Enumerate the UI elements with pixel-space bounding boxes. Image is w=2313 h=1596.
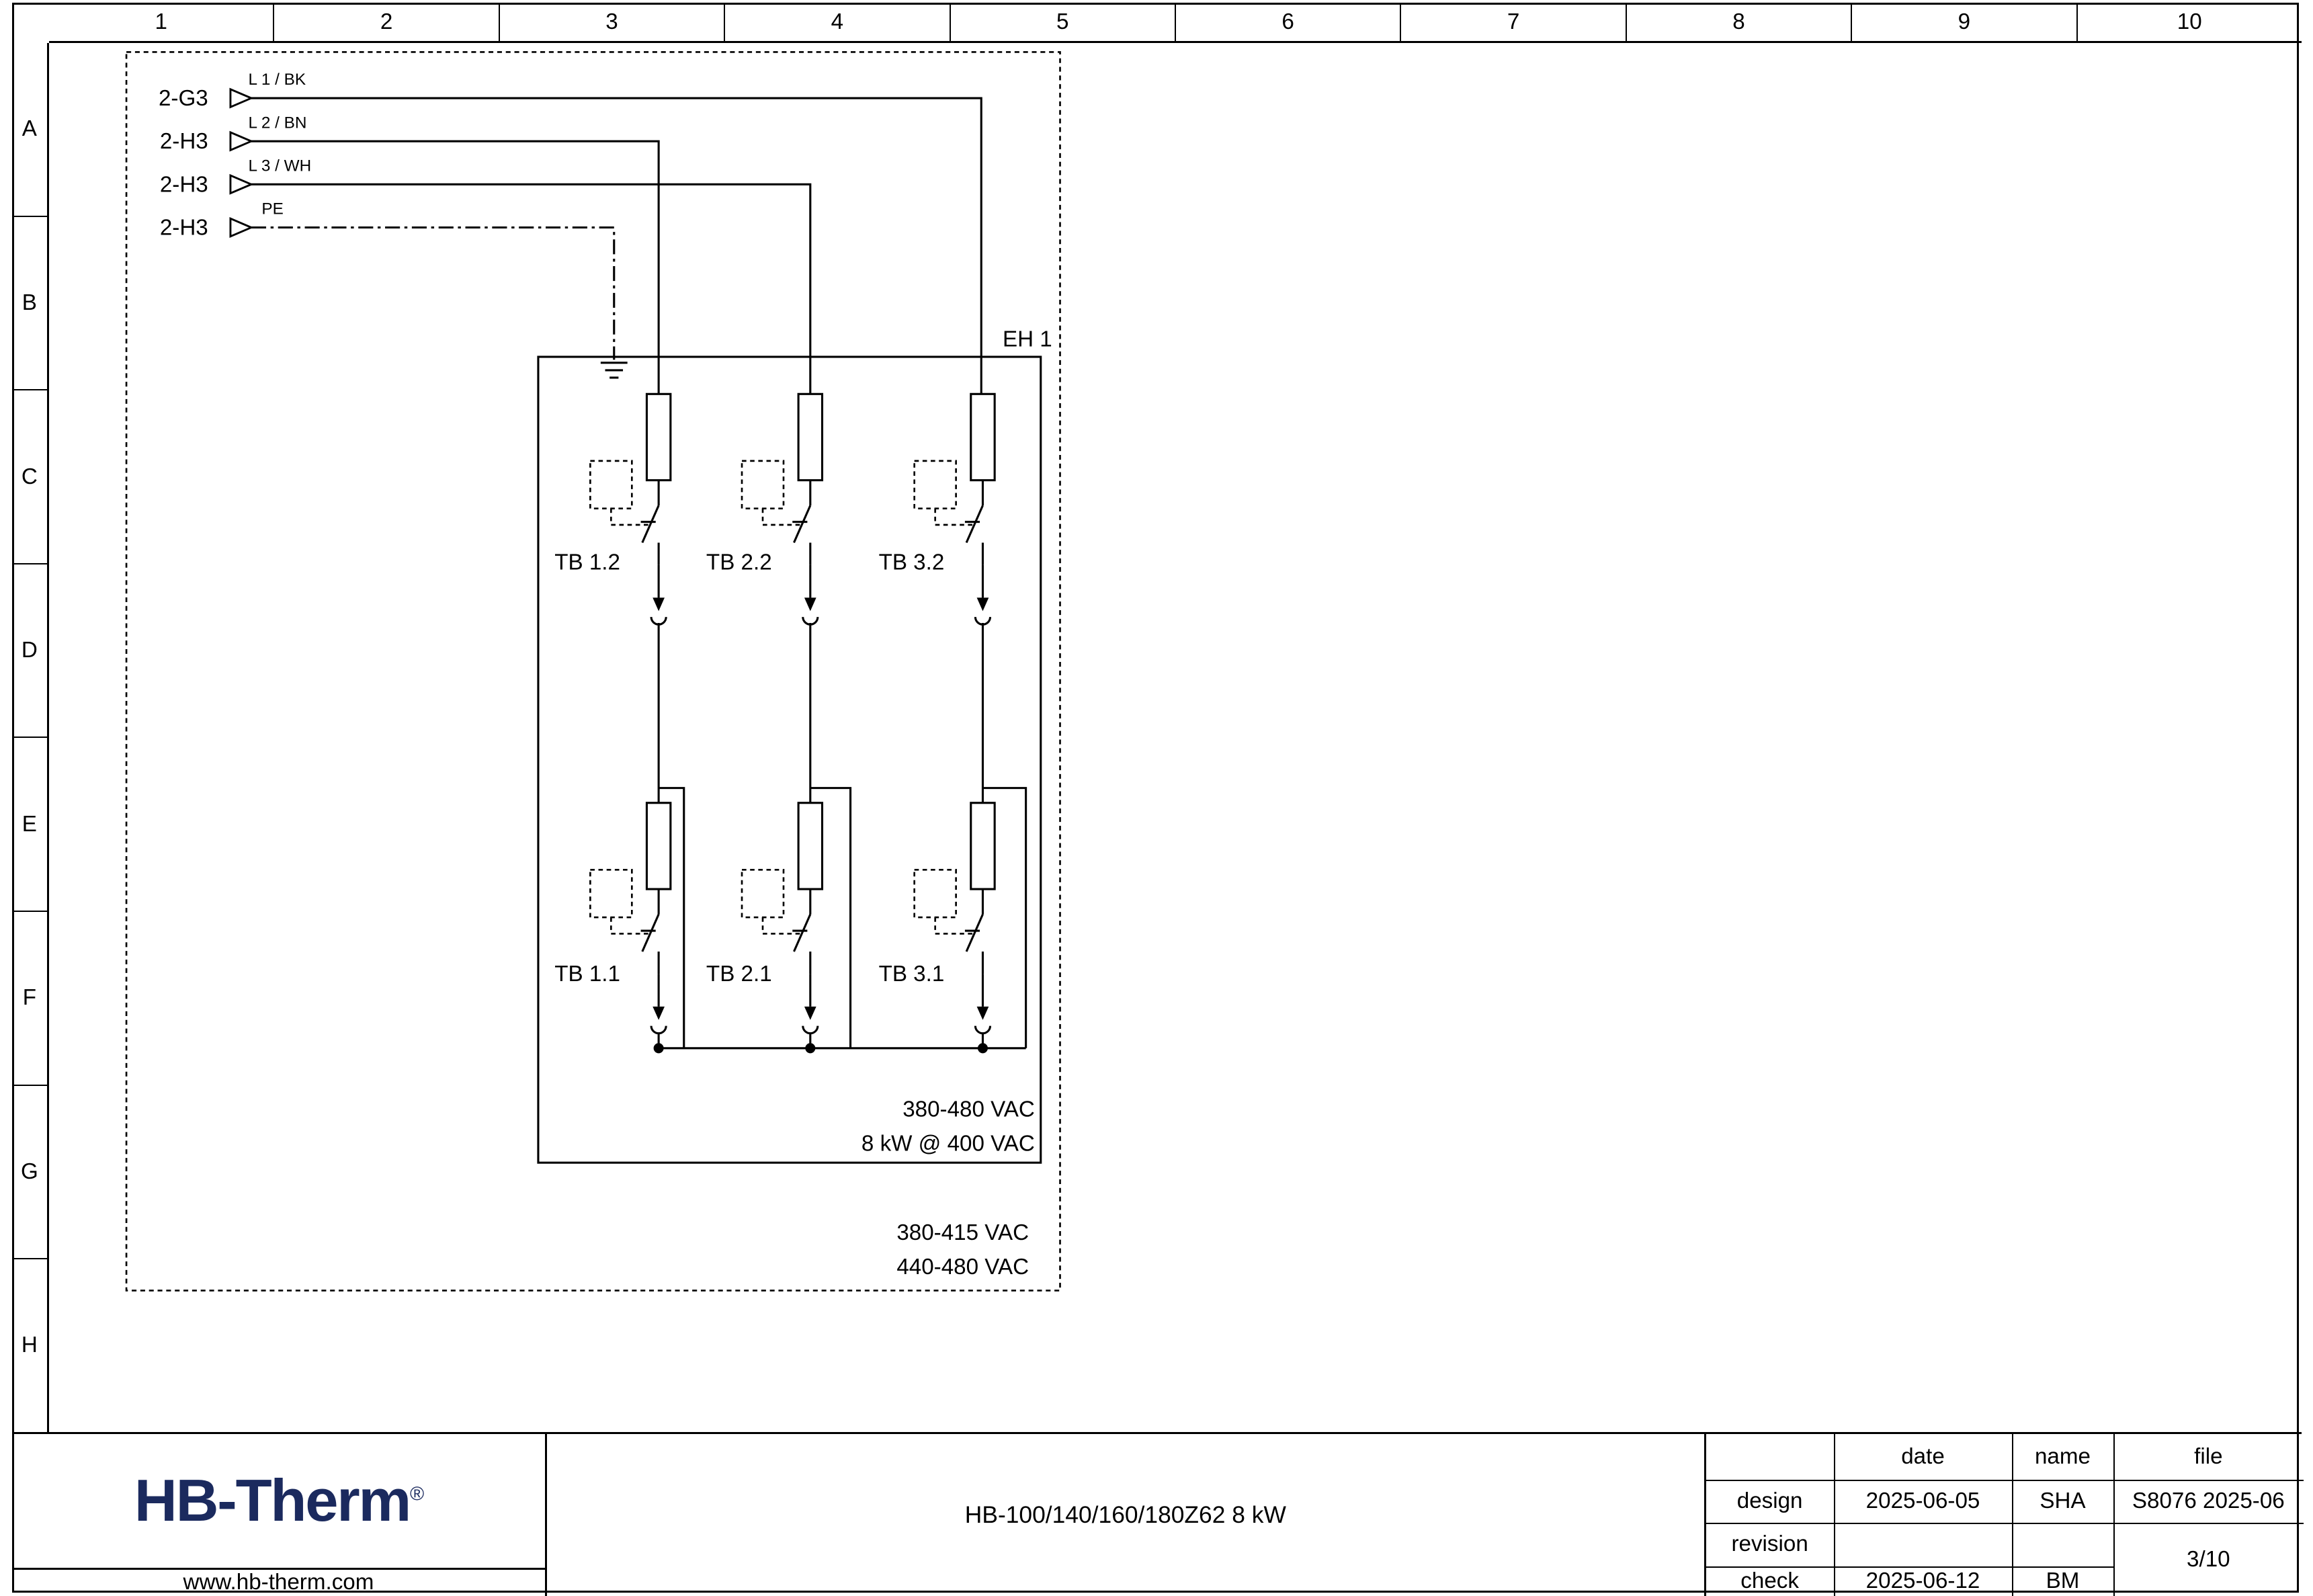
supply-ref-label: 2-H3 — [160, 172, 208, 197]
heater-unit-box — [537, 355, 1042, 1164]
logo-text: HB-Therm® — [134, 1467, 424, 1534]
column-label: 6 — [1174, 3, 1400, 42]
wire-l1 — [251, 97, 982, 394]
input-arrow-icon — [229, 173, 254, 195]
check-name: BM — [2046, 1568, 2080, 1593]
column-label: 2 — [273, 3, 498, 42]
tb-label: TB 3.2 — [879, 550, 945, 575]
column-label: 5 — [949, 3, 1175, 42]
column-label: 10 — [2076, 3, 2302, 42]
row-label-check: check — [1740, 1568, 1799, 1593]
column-label: 7 — [1400, 3, 1625, 42]
circuit-boundary — [125, 51, 1061, 1292]
logo-cell: HB-Therm® www.hb-therm.com — [11, 1433, 548, 1596]
company-logo: HB-Therm® — [12, 1434, 546, 1568]
return-wire — [982, 787, 1027, 1048]
wire-name-label: L 1 / BK — [248, 71, 306, 89]
supply-ref-label: 2-H3 — [160, 216, 208, 241]
junction-dot — [653, 1043, 664, 1054]
row-label: G — [11, 1084, 47, 1259]
column-label: 9 — [1851, 3, 2076, 42]
row-label: F — [11, 910, 47, 1085]
stage-interconnect-wires — [657, 623, 984, 803]
row-label: B — [11, 215, 47, 390]
supply-input-l2: 2-H3 L 2 / BN — [160, 114, 660, 394]
company-website: www.hb-therm.com — [11, 1567, 546, 1596]
rating-label: 380-480 VAC — [902, 1097, 1035, 1122]
tb-label: TB 1.1 — [554, 962, 620, 986]
eh1-label: EH 1 — [1003, 327, 1052, 352]
rating-label: 8 kW @ 400 VAC — [861, 1131, 1035, 1156]
input-arrow-icon — [229, 217, 254, 238]
input-arrow-icon — [229, 130, 254, 152]
page-number: 3/10 — [2187, 1546, 2230, 1572]
row-label-design: design — [1736, 1488, 1803, 1514]
supply-ref-label: 2-H3 — [160, 129, 208, 154]
row-ruler: A B C D E F G H — [11, 43, 49, 1432]
return-wire — [659, 787, 685, 1048]
supply-input-l1: 2-G3 L 1 / BK — [159, 71, 982, 394]
wire-l3 — [251, 183, 812, 394]
wire-name-label: L 2 / BN — [248, 114, 306, 132]
design-name: SHA — [2039, 1488, 2086, 1514]
earth-ground-icon — [600, 362, 628, 379]
row-label: D — [11, 562, 47, 737]
voltage-note: 440-480 VAC — [896, 1255, 1029, 1279]
heater-branch — [741, 802, 824, 1035]
wire-name-label: L 3 / WH — [248, 157, 311, 175]
registered-mark: ® — [409, 1483, 424, 1505]
row-label-revision: revision — [1731, 1531, 1808, 1557]
check-date: 2025-06-12 — [1865, 1568, 1980, 1593]
row-label: E — [11, 737, 47, 911]
table-header-file: file — [2194, 1443, 2223, 1469]
supply-input-pe: 2-H3 PE — [160, 200, 628, 379]
column-label: 3 — [498, 3, 724, 42]
return-wire — [810, 787, 852, 1048]
row-label: H — [11, 1258, 47, 1432]
tb-label: TB 1.2 — [554, 550, 620, 575]
column-label: 1 — [155, 9, 167, 34]
heater-branch — [913, 392, 996, 626]
column-label: 4 — [724, 3, 949, 42]
title-block: HB-Therm® www.hb-therm.com HB-100/140/16… — [11, 1431, 2304, 1596]
revision-name — [2012, 1523, 2113, 1566]
drawing-title: HB-100/140/160/180Z62 8 kW — [964, 1501, 1286, 1528]
sheet-frame — [11, 3, 2299, 1593]
design-date: 2025-06-05 — [1865, 1488, 1980, 1514]
wire-pe — [251, 226, 616, 360]
heater-branch — [913, 802, 996, 1035]
supply-input-l3: 2-H3 L 3 / WH — [160, 157, 812, 394]
star-point-bus — [653, 787, 1027, 1054]
file-value: S8076 2025-06 — [2132, 1488, 2285, 1514]
input-arrow-icon — [229, 87, 254, 109]
heater-branch — [589, 392, 672, 626]
table-header-date: date — [1901, 1443, 1945, 1469]
voltage-note: 380-415 VAC — [896, 1220, 1029, 1245]
junction-dot — [977, 1043, 988, 1054]
heater-branch — [741, 392, 824, 626]
wire-name-label: PE — [261, 200, 283, 218]
wire-l2 — [251, 140, 660, 394]
supply-ref-label: 2-G3 — [159, 86, 208, 111]
tb-label: TB 3.1 — [879, 962, 945, 986]
row-label: C — [11, 389, 47, 563]
tb-label: TB 2.2 — [706, 550, 772, 575]
tb-label: TB 2.1 — [706, 962, 772, 986]
revision-date — [1834, 1523, 2013, 1566]
table-header-name: name — [2034, 1443, 2091, 1469]
junction-dot — [805, 1043, 816, 1054]
column-label: 8 — [1625, 3, 1851, 42]
heater-branch — [589, 802, 672, 1035]
row-label: A — [22, 116, 37, 142]
column-ruler: 1 2 3 4 5 6 7 8 9 10 — [49, 3, 2302, 44]
revision-table: date name file design 2025-06-05 SHA S80… — [1704, 1433, 2304, 1596]
